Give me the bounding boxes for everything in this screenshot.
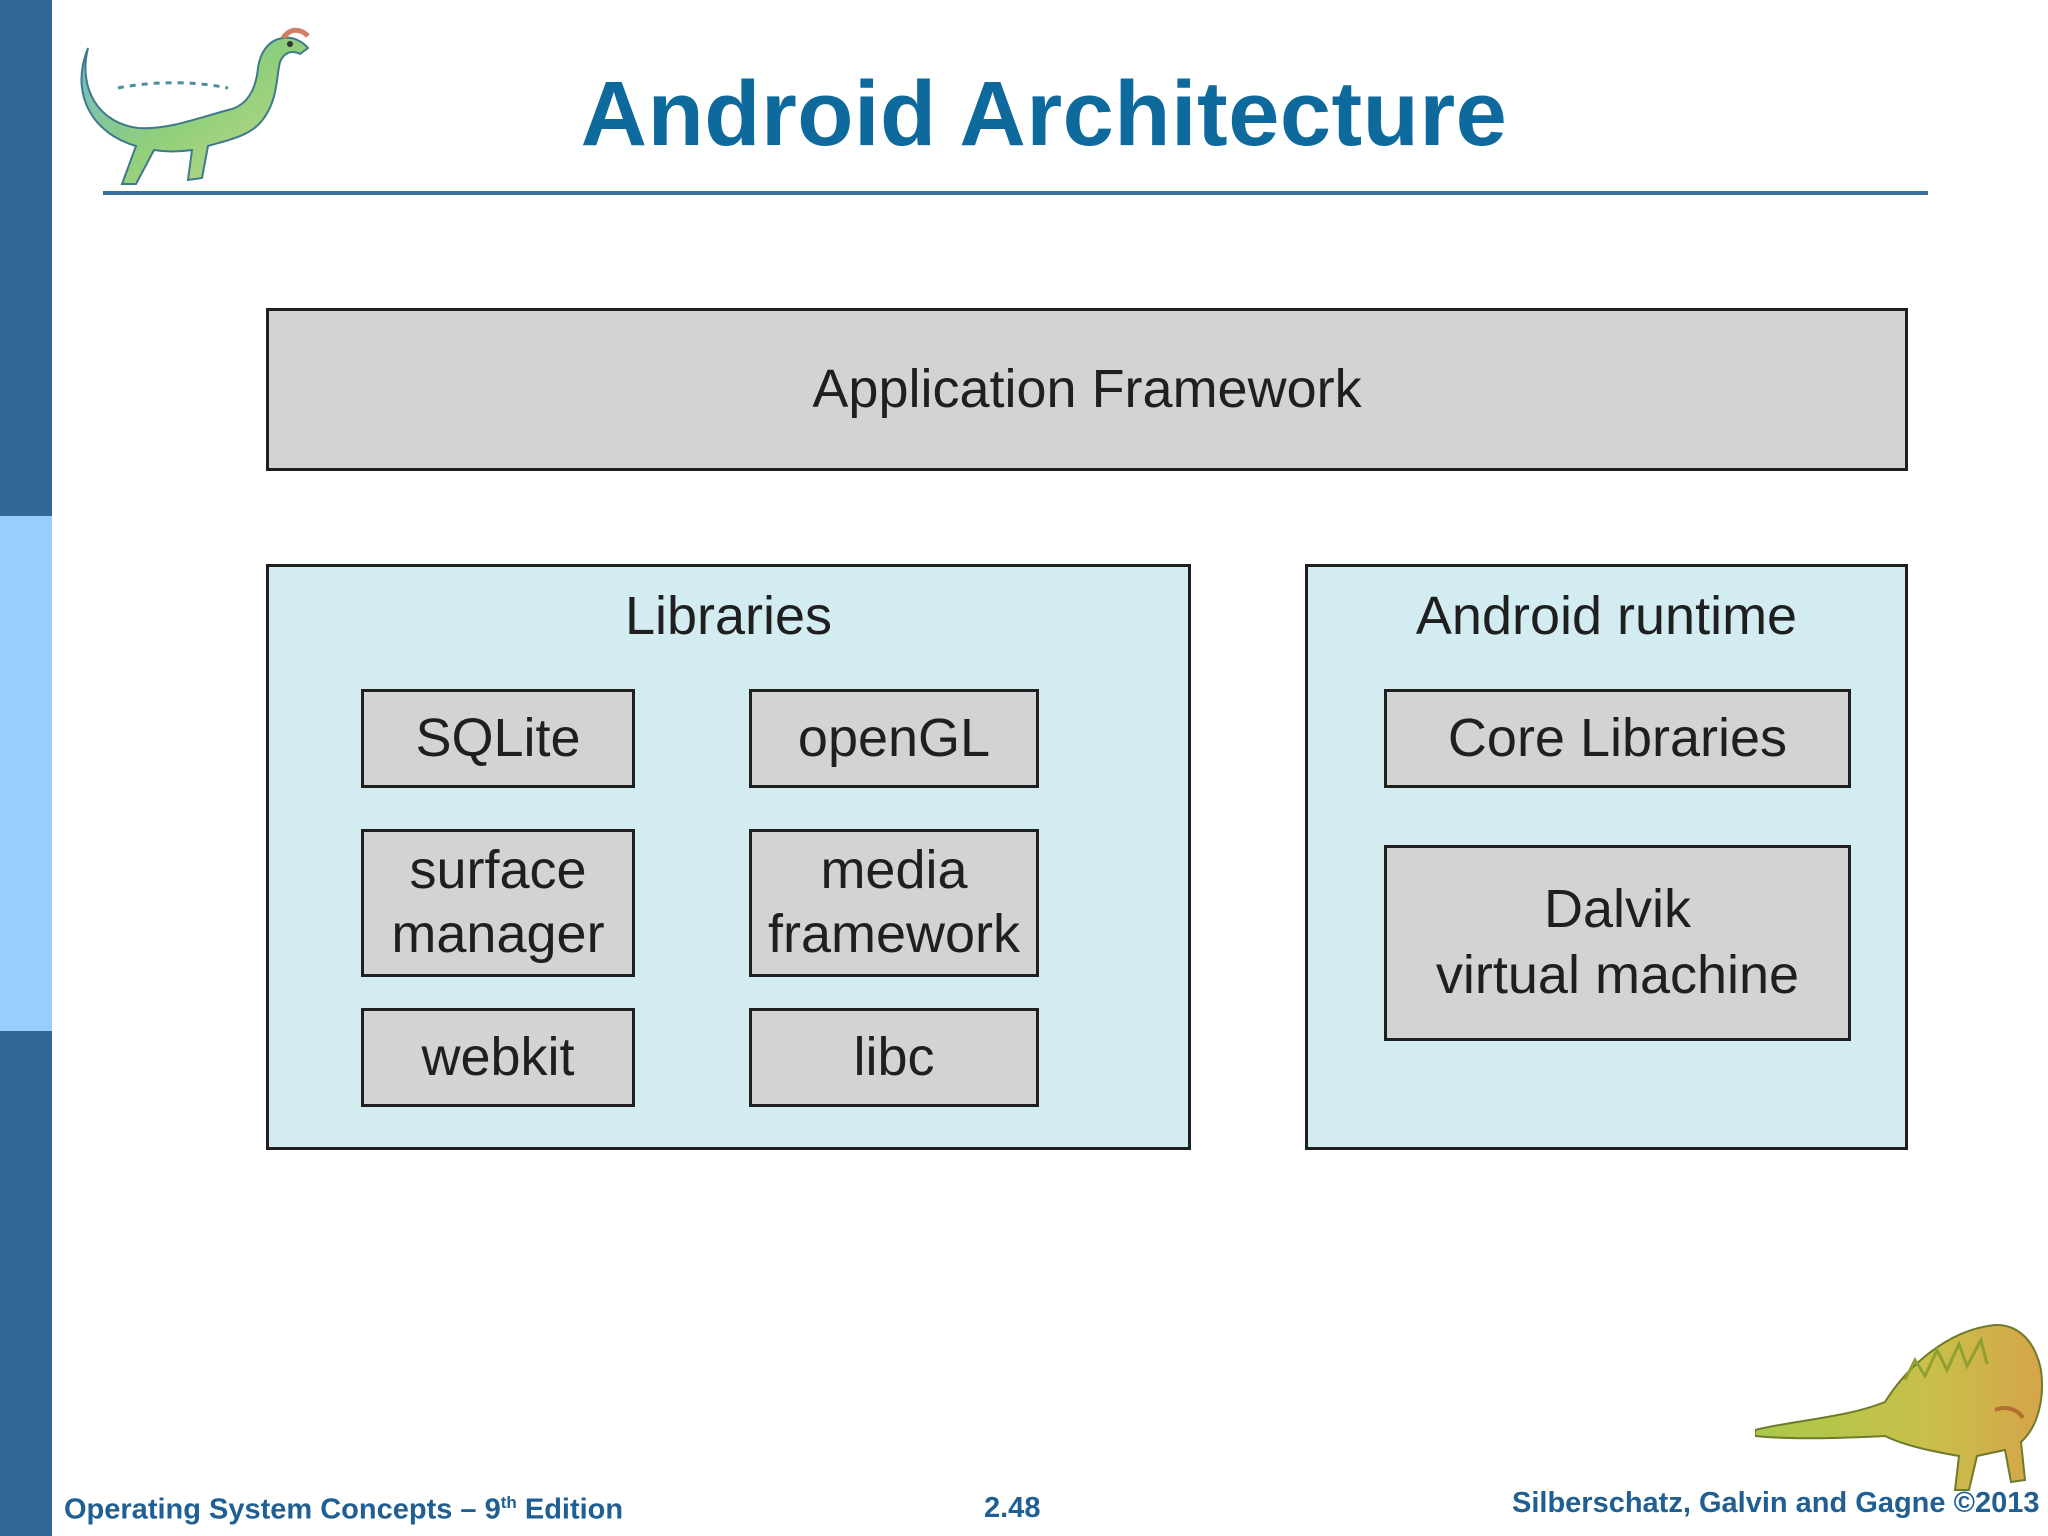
- library-webkit-label: webkit: [421, 1026, 575, 1087]
- sidebar-bottom-band: [0, 1031, 52, 1536]
- libraries-title: Libraries: [624, 586, 833, 646]
- footer-book-prefix: Operating System Concepts – 9: [64, 1493, 501, 1526]
- library-media-framework-label: media framework: [767, 840, 1021, 964]
- slide-title: Android Architecture: [580, 63, 1508, 165]
- library-webkit: webkit: [361, 1008, 635, 1107]
- library-surface-manager: surface manager: [361, 829, 635, 977]
- dinosaur-bottom-icon: [1755, 1323, 2043, 1491]
- footer-book-title: Operating System Concepts – 9th Edition: [64, 1493, 623, 1527]
- runtime-core-libraries: Core Libraries: [1384, 689, 1851, 788]
- library-sqlite: SQLite: [361, 689, 635, 788]
- footer-book-suffix: Edition: [516, 1493, 624, 1526]
- sidebar-middle-band: [0, 516, 52, 1031]
- library-media-framework: media framework: [749, 829, 1039, 977]
- runtime-core-libraries-label: Core Libraries: [1447, 707, 1788, 768]
- footer-copyright: Silberschatz, Galvin and Gagne ©2013: [1512, 1487, 2040, 1519]
- library-libc-label: libc: [853, 1026, 935, 1087]
- library-opengl: openGL: [749, 689, 1039, 788]
- application-framework-label: Application Framework: [812, 358, 1362, 419]
- application-framework-box: Application Framework: [266, 308, 1908, 471]
- android-runtime-title: Android runtime: [1415, 586, 1798, 646]
- library-libc: libc: [749, 1008, 1039, 1107]
- library-opengl-label: openGL: [797, 707, 991, 768]
- library-sqlite-label: SQLite: [415, 707, 581, 768]
- footer-book-sup: th: [500, 1493, 517, 1512]
- runtime-dalvik-vm-label: Dalvik virtual machine: [1435, 879, 1800, 1005]
- dinosaur-logo-icon: [80, 27, 310, 185]
- footer-page-number: 2.48: [984, 1492, 1041, 1524]
- sidebar-top-band: [0, 0, 52, 516]
- library-surface-manager-label: surface manager: [391, 840, 605, 964]
- runtime-dalvik-vm: Dalvik virtual machine: [1384, 845, 1851, 1041]
- title-divider: [103, 191, 1928, 195]
